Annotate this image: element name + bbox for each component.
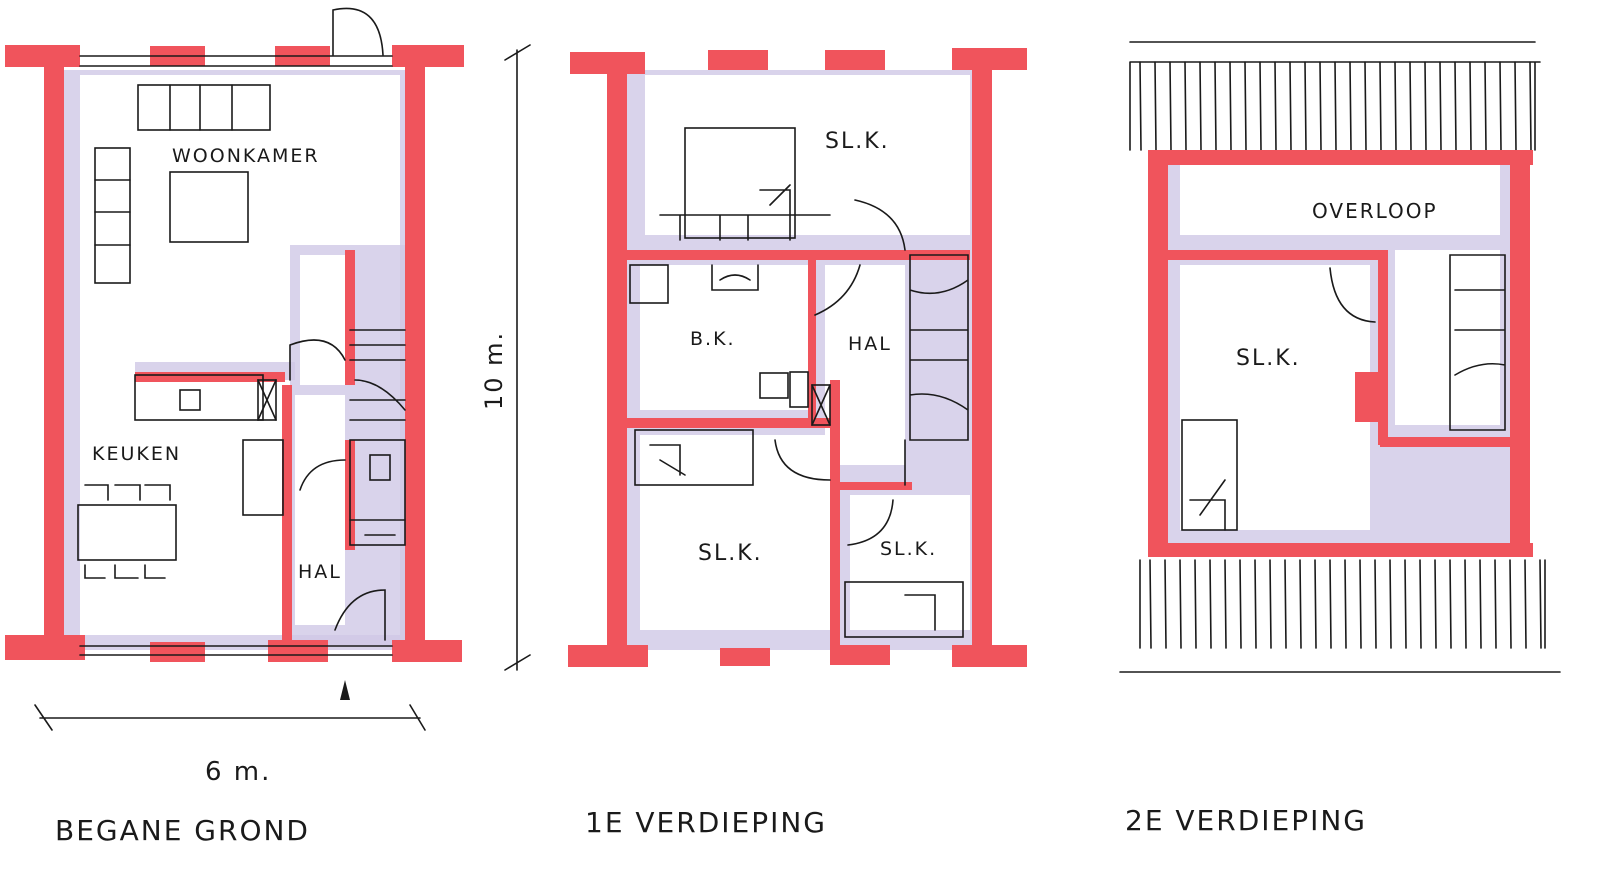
roof-hatch-line <box>1224 559 1227 649</box>
roof-hatch-line <box>1379 61 1382 151</box>
roof-hatch-line <box>1284 559 1287 649</box>
roof-hatch-line <box>1479 559 1482 649</box>
roof-hatch-line <box>1214 61 1217 151</box>
roof-hatch-line <box>1274 61 1277 151</box>
roof-hatch-line <box>1229 61 1232 151</box>
roof-hatch-line <box>1449 559 1452 649</box>
roof-hatch-line <box>1539 559 1542 649</box>
exterior-walls <box>1148 150 1533 557</box>
roof-hatch-line <box>1464 559 1467 649</box>
roof-hatch-line <box>1164 559 1167 649</box>
roof-hatch-line <box>1304 61 1307 151</box>
roof-hatch-line <box>1434 559 1437 649</box>
ink-lines <box>1181 254 1506 531</box>
plan-second-floor: OVERLOOP SL.K. 2E VERDIEPING <box>1119 41 1561 837</box>
roof-hatch-line <box>1269 559 1272 649</box>
plan-title: BEGANE GROND <box>55 814 310 847</box>
roof-hatching <box>1119 41 1561 673</box>
roof-hatch-line <box>1344 559 1347 649</box>
roof-hatch-line <box>1394 61 1397 151</box>
roof-hatch-line <box>1329 559 1332 649</box>
room-label: SL.K. <box>880 538 937 560</box>
roof-hatch-line <box>1364 61 1367 151</box>
roof-hatch-line <box>1289 61 1292 151</box>
roof-hatch-line <box>1524 559 1527 649</box>
room-label: HAL <box>298 561 342 583</box>
roof-hatch-line <box>1314 559 1317 649</box>
roof-hatch-line <box>1199 61 1202 151</box>
roof-hatch-line <box>1244 61 1247 151</box>
roof-hatch-line <box>1499 61 1502 151</box>
roof-hatch-line <box>1169 61 1172 151</box>
roof-hatch-line <box>1254 559 1257 649</box>
roof-hatch-line <box>1209 559 1212 649</box>
roof-hatch-line <box>1374 559 1377 649</box>
roof-hatch-line <box>1419 559 1422 649</box>
plan-first-floor: SL.K. B.K. HAL SL.K. SL.K. 1E VERDIEPING <box>568 48 1027 839</box>
roof-hatch-line <box>1154 61 1157 151</box>
roof-hatch-line <box>1514 61 1517 151</box>
roof-hatch-line <box>1149 559 1152 649</box>
room-label: SL.K. <box>825 129 890 154</box>
roof-hatch-line <box>1529 61 1532 151</box>
roof-hatch-line <box>1184 61 1187 151</box>
roof-hatch-line <box>1259 61 1262 151</box>
dimension-width: 6 m. <box>205 757 271 787</box>
roof-hatch-line <box>1349 61 1352 151</box>
roof-hatch-line <box>1389 559 1392 649</box>
room-label: SL.K. <box>1236 346 1301 371</box>
ink-lines <box>34 7 531 731</box>
room-label: OVERLOOP <box>1312 199 1438 223</box>
room-label: WOONKAMER <box>172 145 320 167</box>
roof-hatch-line <box>1439 61 1442 151</box>
roof-hatch-line <box>1404 559 1407 649</box>
roof-hatch-line <box>1494 559 1497 649</box>
roof-hatch-line <box>1139 61 1142 151</box>
exterior-walls <box>568 48 1027 667</box>
plan-title: 1E VERDIEPING <box>585 806 827 839</box>
room-label: B.K. <box>690 328 736 350</box>
roof-hatch-line <box>1194 559 1197 649</box>
plan-title: 2E VERDIEPING <box>1125 804 1367 837</box>
roof-hatch-line <box>1319 61 1322 151</box>
room-label: HAL <box>848 333 892 355</box>
roof-hatch-line <box>1509 559 1512 649</box>
roof-hatch-line <box>1484 61 1487 151</box>
roof-hatch-line <box>1454 61 1457 151</box>
roof-hatch-line <box>1239 559 1242 649</box>
roof-hatch-line <box>1424 61 1427 151</box>
roof-hatch-line <box>1359 559 1362 649</box>
room-label: SL.K. <box>698 541 763 566</box>
roof-hatch-line <box>1334 61 1337 151</box>
ink-lines <box>629 127 969 638</box>
dimension-depth: 10 m. <box>480 331 508 410</box>
roof-hatch-line <box>1469 61 1472 151</box>
roof-hatch-line <box>1409 61 1412 151</box>
plan-ground-floor: WOONKAMER KEUKEN HAL 6 m. 10 m. BEGANE G… <box>5 7 531 847</box>
room-label: KEUKEN <box>92 443 181 465</box>
roof-hatch-line <box>1299 559 1302 649</box>
entrance-arrow-icon <box>340 680 350 700</box>
roof-hatch-line <box>1179 559 1182 649</box>
